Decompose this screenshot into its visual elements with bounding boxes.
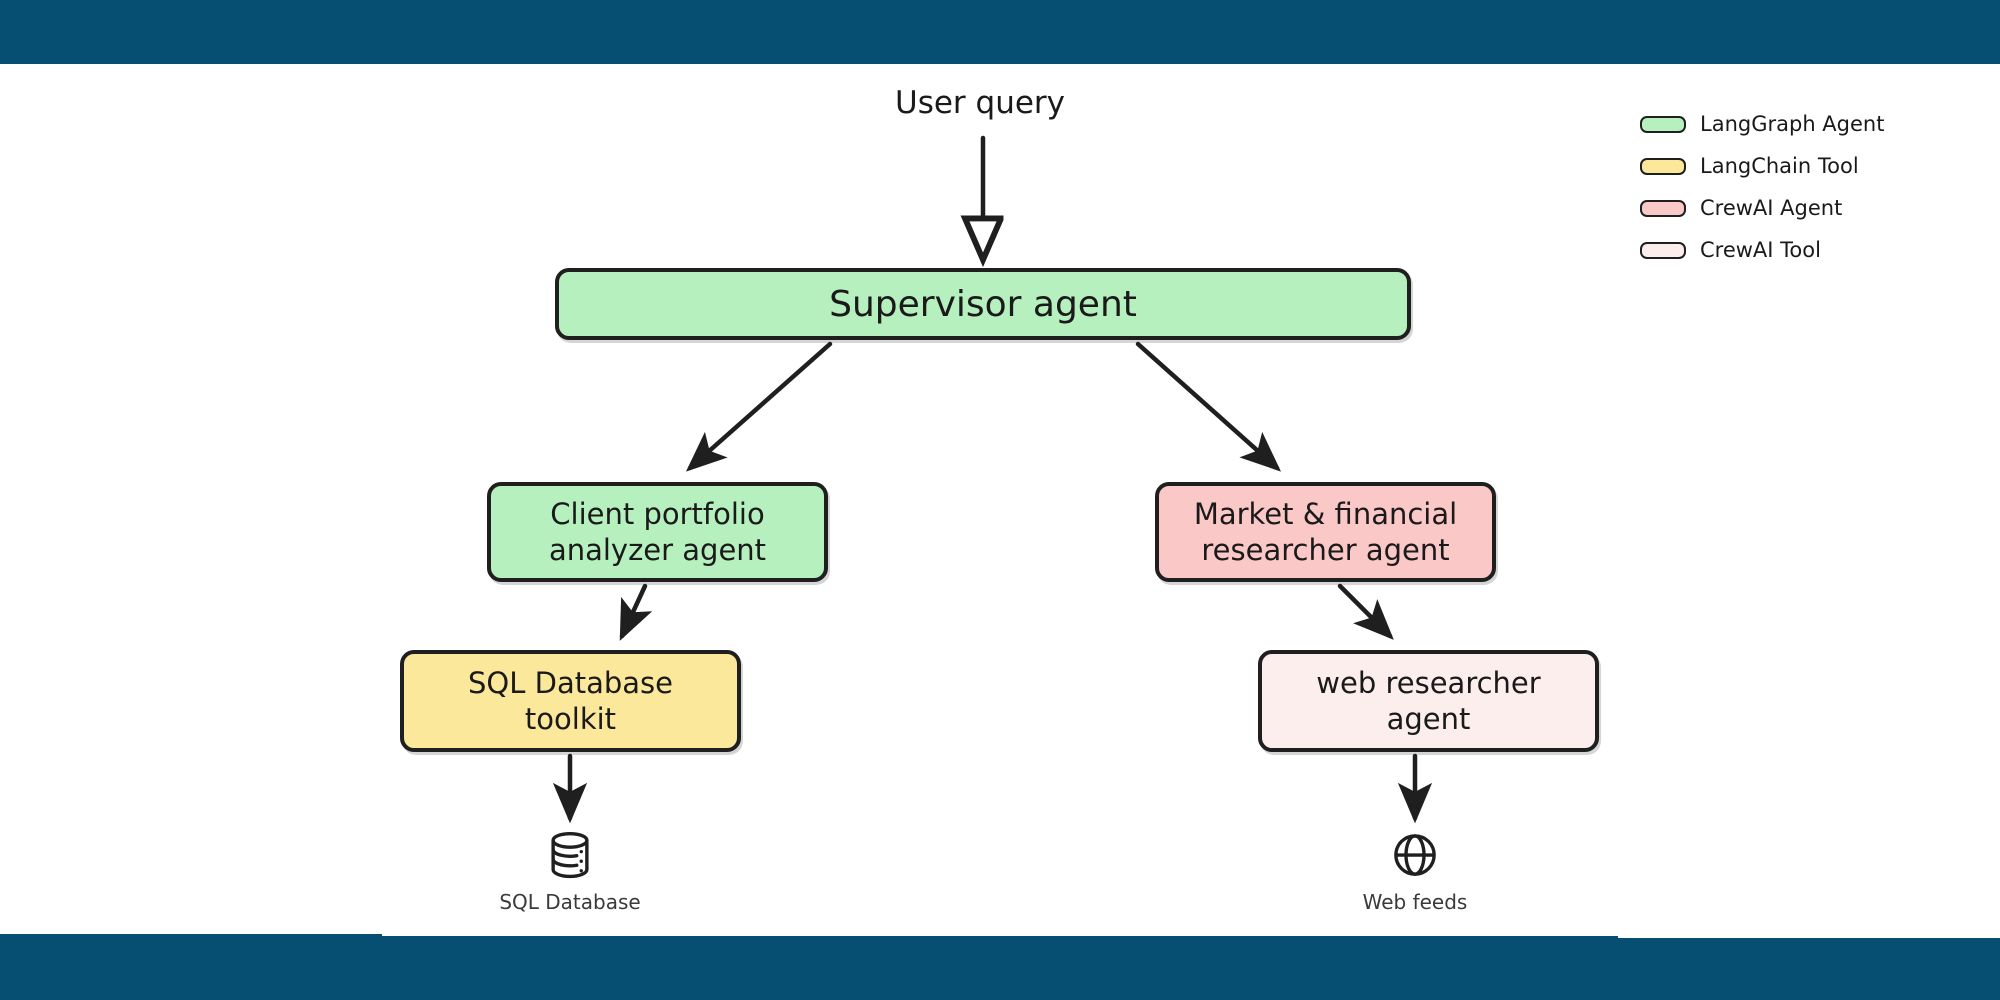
node-web-researcher-agent[interactable]: web researcher agent xyxy=(1258,650,1599,752)
footer-bar-right xyxy=(1618,938,2000,1000)
legend: LangGraph Agent LangChain Tool CrewAI Ag… xyxy=(1640,112,1884,262)
node-supervisor-agent[interactable]: Supervisor agent xyxy=(555,268,1411,340)
legend-swatch-icon xyxy=(1640,199,1686,217)
endpoint-sql-database-label: SQL Database xyxy=(499,890,641,914)
node-market-financial-researcher-agent[interactable]: Market & financial researcher agent xyxy=(1155,482,1496,582)
globe-icon xyxy=(1394,834,1436,876)
legend-item-langchain-tool: LangChain Tool xyxy=(1640,154,1884,178)
legend-item-label: LangChain Tool xyxy=(1700,154,1859,178)
header-bar xyxy=(0,0,2000,64)
edge-supervisor-to-client-portfolio xyxy=(685,341,833,472)
edge-market-researcher-to-web-researcher xyxy=(1337,583,1394,640)
legend-item-label: CrewAI Tool xyxy=(1700,238,1821,262)
node-client-portfolio-analyzer-agent[interactable]: Client portfolio analyzer agent xyxy=(487,482,828,582)
endpoint-web-feeds: Web feeds xyxy=(1315,828,1515,914)
legend-item-crewai-tool: CrewAI Tool xyxy=(1640,238,1884,262)
edge-supervisor-to-market-researcher xyxy=(1135,341,1282,472)
database-icon xyxy=(551,831,589,879)
legend-swatch-icon xyxy=(1640,241,1686,259)
legend-swatch-icon xyxy=(1640,115,1686,133)
legend-swatch-icon xyxy=(1640,157,1686,175)
user-query-label: User query xyxy=(895,85,1066,121)
legend-item-crewai-agent: CrewAI Agent xyxy=(1640,196,1884,220)
legend-item-langgraph-agent: LangGraph Agent xyxy=(1640,112,1884,136)
endpoint-sql-database: SQL Database xyxy=(470,828,670,914)
node-sql-database-toolkit[interactable]: SQL Database toolkit xyxy=(400,650,741,752)
edge-client-portfolio-to-sql-toolkit xyxy=(619,583,653,641)
footer-bar-center xyxy=(382,936,1618,1000)
legend-item-label: CrewAI Agent xyxy=(1700,196,1843,220)
footer-bar-left xyxy=(0,934,382,1000)
legend-item-label: LangGraph Agent xyxy=(1700,112,1885,136)
endpoint-web-feeds-label: Web feeds xyxy=(1362,890,1468,914)
